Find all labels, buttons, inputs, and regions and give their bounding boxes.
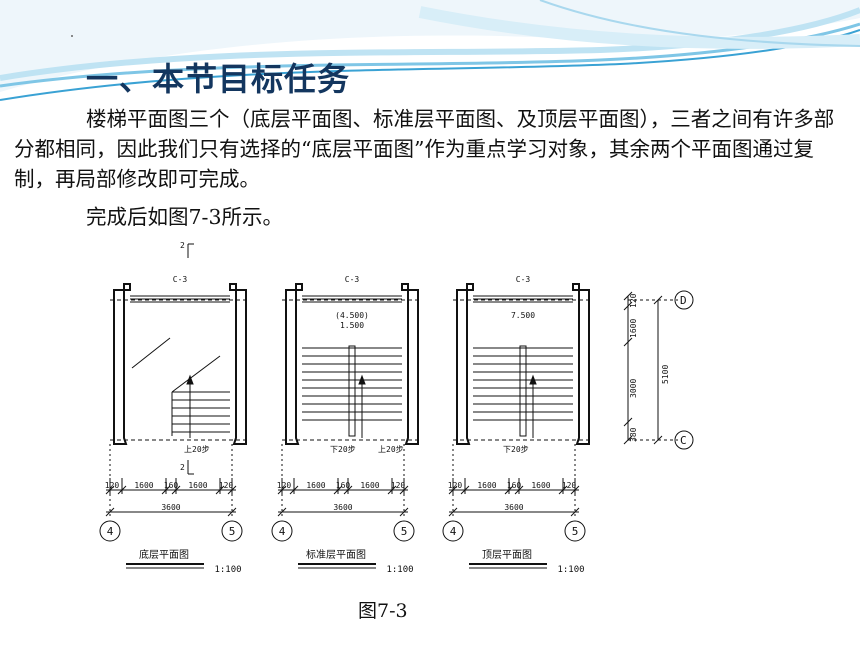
dim-segment-label: 1600: [188, 481, 207, 490]
dim-tick: [117, 485, 127, 495]
plan-scale: 1:100: [214, 565, 241, 575]
stair-wall-right: [229, 283, 247, 445]
dim-tick: [399, 507, 409, 517]
section-mark-top: 2: [180, 241, 185, 250]
axis-bubble-5: [221, 520, 243, 542]
vert-dim-3000: 3000: [629, 379, 638, 398]
dim-segment-label: 120: [448, 481, 463, 490]
stair-plan-drawing: C-3 上20步 120 1600 160 1600 120 3600 4 5 底层平面图 1:100…: [88, 238, 712, 580]
dim-tick: [558, 485, 568, 495]
arrow-label: 上20步: [378, 445, 404, 454]
axis-label-bottom: C: [680, 434, 687, 447]
dim-tick: [215, 485, 225, 495]
arrow-head: [186, 374, 194, 385]
dim-tick: [161, 485, 171, 495]
vert-dim-380: 380: [629, 427, 638, 442]
axis-bubble-5: [393, 520, 415, 542]
vert-dim-120: 120: [629, 293, 638, 308]
axis-bubble-4: [442, 520, 464, 542]
dim-tick: [387, 485, 397, 495]
axis-bubble-4: [271, 520, 293, 542]
axis-bubble-4: [99, 520, 121, 542]
slide-title: 一、本节目标任务: [86, 60, 351, 98]
header-wave-banner: [0, 0, 860, 101]
intro-paragraph: 楼梯平面图三个（底层平面图、标准层平面图、及顶层平面图），三者之间有许多部分都相…: [14, 107, 835, 191]
stair-wall-left: [113, 283, 131, 445]
dim-total-label: 3600: [161, 503, 180, 512]
arrow-head: [358, 374, 366, 385]
dim-segment-label: 160: [336, 481, 351, 490]
dim-total-label: 3600: [504, 503, 523, 512]
plan-title: 顶层平面图: [482, 549, 532, 561]
dim-segment-label: 1600: [477, 481, 496, 490]
dim-segment-label: 160: [164, 481, 179, 490]
dim-tick: [105, 507, 115, 517]
figure-caption: 图7-3: [358, 600, 408, 622]
axis-label-left: 4: [279, 525, 286, 538]
dim-segment-label: 120: [391, 481, 406, 490]
break-line: [131, 337, 171, 369]
dim-segment-label: 120: [277, 481, 292, 490]
arrow-label: 下20步: [503, 445, 529, 454]
dim-total-label: 3600: [333, 503, 352, 512]
axis-label-right: 5: [572, 525, 579, 538]
vertical-dimensions: [623, 290, 694, 450]
axis-label-left: 4: [450, 525, 457, 538]
dim-tick: [343, 485, 353, 495]
stair-wall-left: [456, 283, 474, 445]
stair-wall-left: [285, 283, 303, 445]
figure-reference-text: 完成后如图7-3所示。: [86, 205, 284, 229]
dim-tick: [448, 507, 458, 517]
dim-tick: [504, 485, 514, 495]
section-mark-bottom: 2: [180, 463, 185, 472]
level-label: 1.500: [340, 321, 364, 330]
window-label: C-3: [345, 275, 360, 284]
dim-tick: [333, 485, 343, 495]
dim-segment-label: 160: [507, 481, 522, 490]
vert-dim-total: 5100: [661, 365, 670, 384]
dim-segment-label: 1600: [360, 481, 379, 490]
dim-tick: [570, 507, 580, 517]
vert-dim-1600: 1600: [629, 319, 638, 338]
stair-wall-right: [401, 283, 419, 445]
dim-tick: [460, 485, 470, 495]
plan-title: 底层平面图: [139, 548, 189, 561]
plan-title: 标准层平面图: [306, 549, 366, 561]
arrow-label: 上20步: [184, 445, 210, 454]
axis-label-right: 5: [229, 525, 236, 538]
dim-tick: [227, 507, 237, 517]
dim-segment-label: 1600: [306, 481, 325, 490]
level-label: 7.500: [511, 311, 535, 320]
arrow-head: [529, 374, 537, 385]
axis-label-left: 4: [107, 525, 114, 538]
dim-segment-label: 120: [562, 481, 577, 490]
window-label: C-3: [516, 275, 531, 284]
break-line: [171, 355, 221, 393]
axis-label-right: 5: [401, 525, 408, 538]
handrail: [519, 345, 527, 437]
dim-segment-label: 120: [105, 481, 120, 490]
axis-label-top: D: [680, 294, 687, 307]
dim-segment-label: 1600: [531, 481, 550, 490]
dim-tick: [171, 485, 181, 495]
window-label: C-3: [173, 275, 188, 284]
dim-tick: [289, 485, 299, 495]
arrow-label: 下20步: [330, 445, 356, 454]
stair-wall-right: [572, 283, 590, 445]
axis-bubble-5: [564, 520, 586, 542]
plan-scale: 1:100: [386, 565, 413, 575]
level-label: (4.500): [335, 311, 369, 320]
dim-segment-label: 120: [219, 481, 234, 490]
dim-tick: [514, 485, 524, 495]
plan-scale: 1:100: [557, 565, 584, 575]
handrail: [348, 345, 356, 437]
dim-segment-label: 1600: [134, 481, 153, 490]
dim-tick: [277, 507, 287, 517]
